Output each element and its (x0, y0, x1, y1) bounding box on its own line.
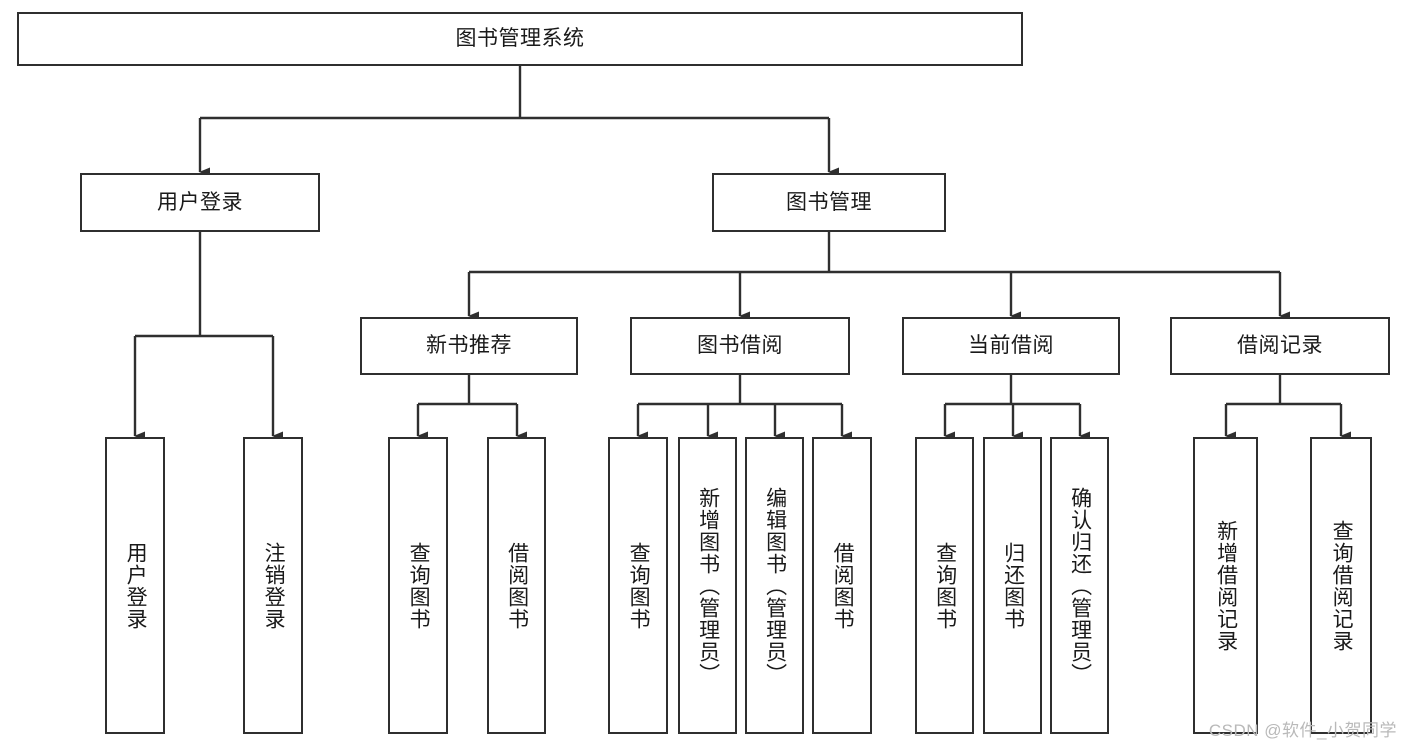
node-l_confirm: 确认归还（管理员） (1050, 437, 1109, 734)
node-label: 图书管理 (786, 190, 872, 214)
node-label: 当前借阅 (968, 334, 1054, 358)
node-bookmgmt: 图书管理 (712, 173, 946, 232)
node-label: 归还图书 (1001, 541, 1025, 630)
node-label: 用户登录 (157, 190, 243, 214)
node-newbook: 新书推荐 (360, 317, 578, 375)
node-label: 新增借阅记录 (1214, 519, 1238, 652)
node-label: 编辑图书（管理员） (763, 486, 787, 685)
node-records: 借阅记录 (1170, 317, 1390, 375)
node-l_edit: 编辑图书（管理员） (745, 437, 804, 734)
node-l_b1: 借阅图书 (487, 437, 546, 734)
node-root: 图书管理系统 (17, 12, 1023, 66)
node-label: 查询借阅记录 (1330, 519, 1354, 652)
node-label: 查询图书 (627, 541, 651, 630)
node-l_addrec: 新增借阅记录 (1193, 437, 1258, 734)
node-borrow: 图书借阅 (630, 317, 850, 375)
node-l_return: 归还图书 (983, 437, 1042, 734)
node-label: 借阅图书 (831, 541, 855, 630)
node-label: 新书推荐 (426, 334, 512, 358)
node-l_qrec: 查询借阅记录 (1310, 437, 1372, 734)
node-label: 查询图书 (933, 541, 957, 630)
node-l_q2: 查询图书 (608, 437, 668, 734)
node-label: 图书借阅 (697, 334, 783, 358)
node-l_logout: 注销登录 (243, 437, 303, 734)
node-label: 用户登录 (124, 541, 148, 630)
watermark-text: CSDN @软件_小贺同学 (1208, 721, 1397, 740)
node-login: 用户登录 (80, 173, 320, 232)
node-label: 查询图书 (407, 541, 431, 630)
node-label: 借阅记录 (1237, 334, 1323, 358)
node-l_b2: 借阅图书 (812, 437, 872, 734)
node-label: 借阅图书 (505, 541, 529, 630)
edge-layer (133, 66, 1351, 441)
node-l_userlogin: 用户登录 (105, 437, 165, 734)
node-l_add: 新增图书（管理员） (678, 437, 737, 734)
node-label: 图书管理系统 (455, 27, 585, 51)
node-current: 当前借阅 (902, 317, 1120, 375)
node-l_q1: 查询图书 (388, 437, 448, 734)
node-label: 新增图书（管理员） (696, 486, 720, 685)
node-label: 注销登录 (262, 541, 286, 630)
node-label: 确认归还（管理员） (1068, 486, 1092, 685)
node-l_q3: 查询图书 (915, 437, 974, 734)
